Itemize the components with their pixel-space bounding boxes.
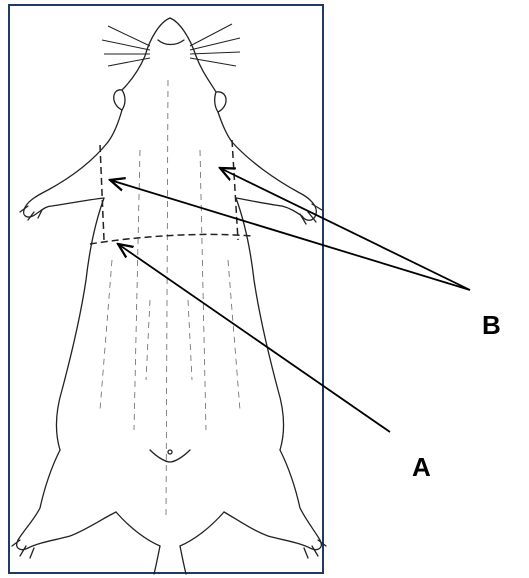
label-b: B [482,310,501,341]
incision-lines [90,140,252,244]
label-a: A [412,452,431,483]
arrow-b-left [110,180,470,290]
rat-body-outline [12,18,326,574]
arrow-a [118,244,390,432]
arrow-b-right [220,168,470,290]
